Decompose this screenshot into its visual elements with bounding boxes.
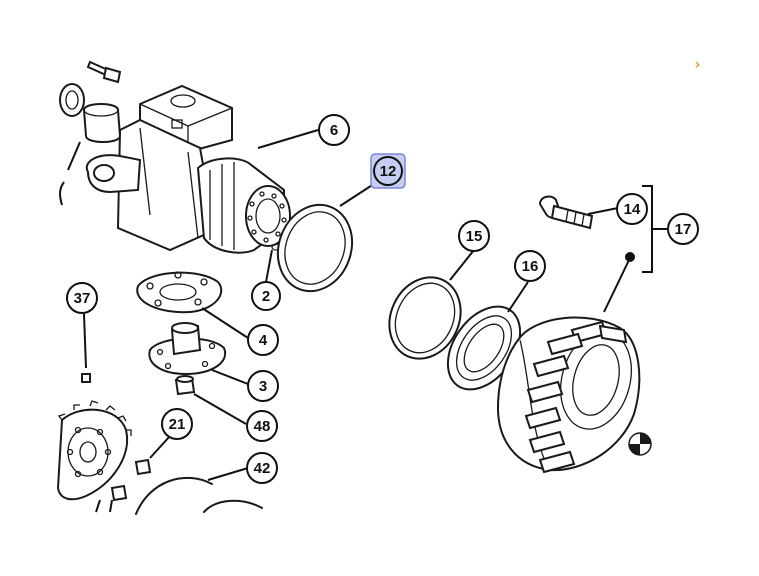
steering-knuckle-drawing [85,84,291,254]
ring-15-drawing [388,276,462,360]
leader-14 [587,207,619,215]
callout-4-label: 4 [259,332,268,349]
callout-2[interactable]: 2 [251,281,281,311]
lower-part-drawing [203,499,263,513]
callout-42-label: 42 [254,460,271,477]
callout-14[interactable]: 14 [616,193,648,225]
leader-15 [449,249,475,281]
leader-4 [201,307,249,339]
callout-17[interactable]: 17 [667,213,699,245]
leader-2 [265,249,273,283]
callout-37[interactable]: 37 [66,282,98,314]
callout-14-label: 14 [624,201,641,218]
corner-mark [695,61,701,68]
callout-6[interactable]: 6 [318,114,350,146]
gasket-4-drawing [136,271,223,314]
cap-3-drawing [148,322,227,376]
callout-42[interactable]: 42 [246,452,278,484]
seal-drawing-left [59,83,85,117]
callout-48-label: 48 [254,418,271,435]
leader-21 [149,435,171,459]
callout-16-label: 16 [522,258,539,275]
bracket-17 [642,185,668,273]
callout-17-label: 17 [675,221,692,238]
leader-37 [83,313,87,369]
plug-21-drawing [134,458,152,476]
leader-16 [507,281,529,313]
callout-21-label: 21 [169,416,186,433]
callout-37-label: 37 [74,290,91,307]
stud-14-drawing [538,195,594,230]
wheel-hub-drawing [496,316,652,474]
leader-6 [257,129,319,149]
callout-3-label: 3 [259,378,267,395]
leader-48 [193,393,247,425]
callout-2-label: 2 [262,288,270,305]
callout-48[interactable]: 48 [246,410,278,442]
bolt-drawing [86,60,122,84]
callout-6-label: 6 [330,122,338,139]
sprocket-drawing [56,373,132,513]
callout-15[interactable]: 15 [458,220,490,252]
leader-hub-dot [625,252,635,262]
grease-fitting-drawing [174,375,196,396]
o-ring-42-drawing [135,476,213,515]
seal-12-drawing [276,203,354,293]
highlight-box [370,153,406,189]
bushing-drawing [82,103,122,143]
callout-4[interactable]: 4 [247,324,279,356]
leader-42 [207,467,249,481]
callout-15-label: 15 [466,228,483,245]
leader-bushing [59,141,81,206]
callout-21[interactable]: 21 [161,408,193,440]
callout-3[interactable]: 3 [247,370,279,402]
callout-16[interactable]: 16 [514,250,546,282]
leader-3 [211,369,249,385]
callout-12-label: 12 [380,163,397,180]
callout-12-highlighted[interactable]: 12 [370,153,406,189]
leader-hub [603,257,631,313]
